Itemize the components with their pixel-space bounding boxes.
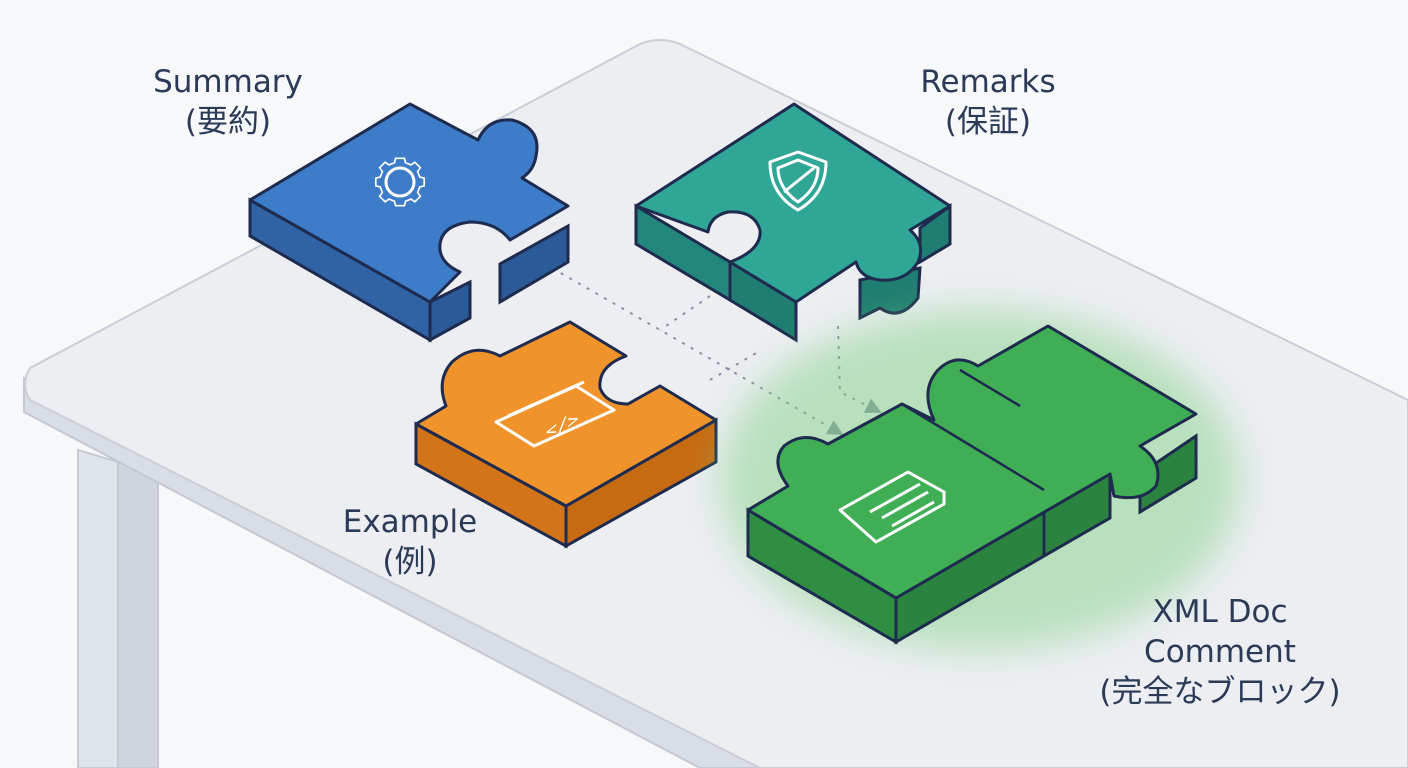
xml-doc-title: XML Doc [1152,594,1288,630]
summary-subtitle: (要約) [184,104,272,140]
piece-summary-top [248,102,570,304]
xml-doc-subtitle: (完全なブロック) [1099,674,1341,710]
summary-label: Summary (要約) [108,62,348,142]
xml-doc-title-2: Comment [1144,634,1296,670]
xml-doc-label: XML Doc Comment (完全なブロック) [1050,592,1390,712]
piece-xml-seam [901,368,1045,492]
piece-xml-doc [720,310,1240,650]
connector-remarks-to-xml [659,295,711,331]
piece-xml-top [746,324,1198,600]
document-icon [838,470,946,544]
table-leg-left [77,448,119,768]
example-label: Example (例) [310,502,510,582]
remarks-title: Remarks [920,64,1056,100]
piece-summary-side-right [428,223,570,343]
piece-remarks [634,102,952,343]
piece-example: </> [414,320,718,549]
piece-summary [248,102,570,343]
example-subtitle: (例) [382,544,438,580]
summary-title: Summary [153,64,303,100]
piece-example-top [414,320,718,508]
remarks-subtitle: (保証) [944,104,1032,140]
remarks-label: Remarks (保証) [868,62,1108,142]
gear-icon [374,157,426,207]
piece-remarks-top [634,102,952,304]
shield-icon [768,150,828,212]
table-leg-inner [117,460,159,768]
example-title: Example [342,504,478,540]
